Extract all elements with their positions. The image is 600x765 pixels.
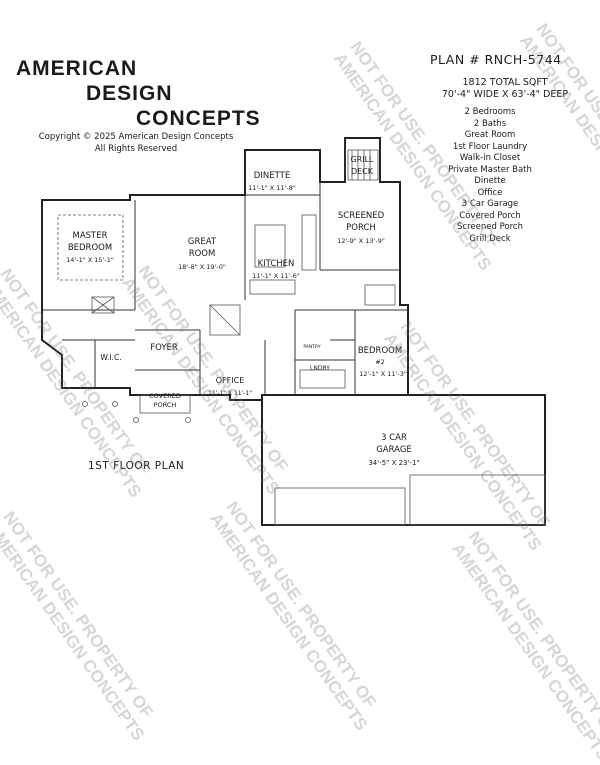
copyright-line-2: All Rights Reserved <box>94 144 178 154</box>
grill-deck-name-1: GRILL <box>350 155 374 164</box>
screened-porch-name-2: PORCH <box>346 223 376 233</box>
plan-number: PLAN # RNCH-5744 <box>430 52 562 67</box>
office-name: OFFICE <box>216 376 245 385</box>
feature-item: 2 Baths <box>473 118 507 129</box>
garage-dims: 34'-5" X 23'-1" <box>368 459 419 467</box>
plan-sqft: 1812 TOTAL SQFT <box>462 77 548 88</box>
foyer-name: FOYER <box>150 343 178 353</box>
laundry-name: LNDRY <box>310 365 330 372</box>
master-bedroom-dims: 14'-1" X 15'-1" <box>66 256 114 264</box>
bedroom-2-dims: 12'-1" X 11'-3" <box>359 370 407 378</box>
plan-dimensions: 70'-4" WIDE X 63'-4" DEEP <box>441 89 569 100</box>
feature-item: Grill Deck <box>469 233 511 244</box>
feature-item: 2 Bedrooms <box>464 107 516 117</box>
brand-line-3: CONCEPTS <box>136 107 261 130</box>
room-labels: MASTER BEDROOM 14'-1" X 15'-1" GREAT ROO… <box>66 155 419 467</box>
master-bedroom-name-2: BEDROOM <box>68 243 112 253</box>
covered-porch-name-1: COVERED <box>149 392 181 400</box>
kitchen-dims: 11'-1" X 11'-6" <box>252 272 300 280</box>
dinette-name: DINETTE <box>254 171 290 181</box>
screened-porch-dims: 12'-9" X 13'-9" <box>337 237 385 245</box>
feature-item: Screened Porch <box>457 222 523 232</box>
pantry-name: PANTRY <box>303 344 320 350</box>
interior-walls <box>42 138 408 395</box>
dinette-dims: 11'-1" X 11'-8" <box>248 184 296 192</box>
exterior-walls <box>41 137 546 526</box>
feature-item: 3 Car Garage <box>461 199 519 209</box>
wic-name: W.I.C. <box>100 353 121 362</box>
bedroom-2-number: #2 <box>375 358 385 366</box>
brand-line-2: DESIGN <box>86 82 173 105</box>
garage-name-1: 3 CAR <box>381 433 407 443</box>
copyright-line-1: Copyright © 2025 American Design Concept… <box>38 132 234 142</box>
feature-item: Office <box>477 187 503 198</box>
kitchen-name: KITCHEN <box>258 259 295 269</box>
floor-plan-drawing: MASTER BEDROOM 14'-1" X 15'-1" GREAT ROO… <box>41 137 546 526</box>
feature-item: Walk-in Closet <box>459 153 521 163</box>
floor-plan-label: 1ST FLOOR PLAN <box>88 460 185 472</box>
feature-item: Private Master Bath <box>448 164 532 175</box>
feature-item: Great Room <box>464 130 516 140</box>
feature-item: 1st Floor Laundry <box>452 141 528 152</box>
brand-line-1: AMERICAN <box>16 57 138 80</box>
feature-item: Covered Porch <box>459 210 521 221</box>
garage-name-2: GARAGE <box>376 445 412 455</box>
great-room-name-1: GREAT <box>188 237 217 247</box>
great-room-dims: 18'-8" X 19'-0" <box>178 263 226 271</box>
feature-item: Dinette <box>474 176 506 186</box>
great-room-name-2: ROOM <box>189 249 216 259</box>
bedroom-2-name: BEDROOM <box>358 346 402 356</box>
covered-porch-name-2: PORCH <box>154 401 177 409</box>
fixtures <box>57 149 546 526</box>
master-bedroom-name-1: MASTER <box>72 231 107 241</box>
plan-specs: 1812 TOTAL SQFT 70'-4" WIDE X 63'-4" DEE… <box>405 77 600 101</box>
screened-porch-name-1: SCREENED <box>338 211 385 221</box>
copyright-notice: Copyright © 2025 American Design Concept… <box>16 131 256 155</box>
grill-deck-name-2: DECK <box>351 167 374 176</box>
office-dims: 11'-1" X 11'-1" <box>208 390 252 397</box>
feature-list: 2 Bedrooms 2 Baths Great Room 1st Floor … <box>425 107 555 245</box>
